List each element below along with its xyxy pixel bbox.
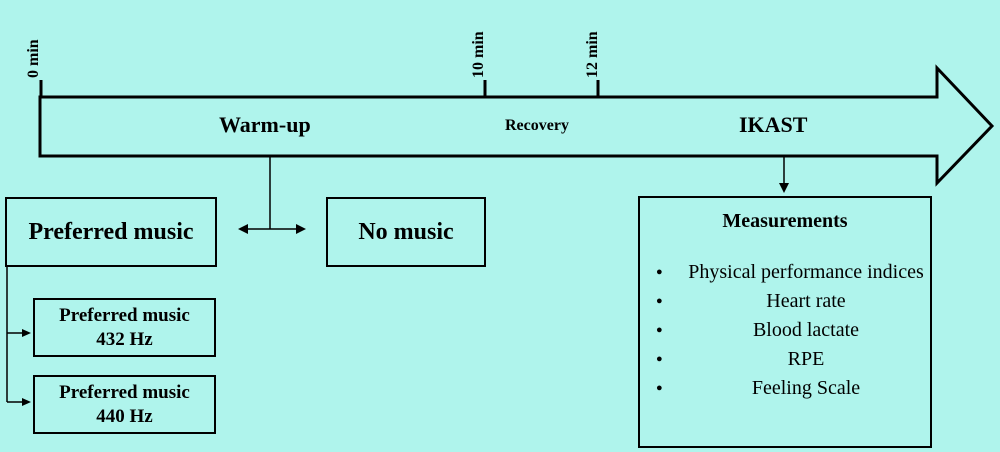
time-label-0min: 0 min xyxy=(25,39,42,78)
sub-432-line2: 432 Hz xyxy=(96,328,153,350)
timeline-arrow xyxy=(38,64,995,187)
measurement-item: Feeling Scale xyxy=(656,374,926,403)
double-arrow-left-head xyxy=(238,224,248,234)
no-music-label: No music xyxy=(358,218,454,245)
measurement-item: Physical performance indices xyxy=(656,258,926,287)
no-music-box: No music xyxy=(326,197,486,267)
sub-440-line2: 440 Hz xyxy=(96,405,153,427)
double-arrow-right-head xyxy=(296,224,306,234)
time-label-12min: 12 min xyxy=(584,31,601,78)
preferred-music-label: Preferred music xyxy=(28,218,194,245)
phase-warmup: Warm-up xyxy=(219,112,311,137)
preferred-music-box: Preferred music xyxy=(5,197,217,267)
phase-ikast: IKAST xyxy=(739,112,808,137)
sub-432-line1: Preferred music xyxy=(59,304,190,326)
measurements-list: Physical performance indices Heart rate … xyxy=(656,258,926,403)
preferred-music-432-box: Preferred music 432 Hz xyxy=(33,298,216,357)
measurement-item: RPE xyxy=(656,345,926,374)
phase-recovery: Recovery xyxy=(505,117,569,134)
preferred-music-440-box: Preferred music 440 Hz xyxy=(33,375,216,434)
ikast-connector-head xyxy=(779,183,789,193)
sub-440-line1: Preferred music xyxy=(59,381,190,403)
measurement-item: Blood lactate xyxy=(656,316,926,345)
measurements-title: Measurements xyxy=(722,210,848,232)
measurements-box: Measurements Physical performance indice… xyxy=(638,196,932,448)
sub-bracket-head-440 xyxy=(22,398,31,406)
time-label-10min: 10 min xyxy=(470,31,487,78)
measurement-item: Heart rate xyxy=(656,287,926,316)
sub-bracket-head-432 xyxy=(22,329,31,337)
